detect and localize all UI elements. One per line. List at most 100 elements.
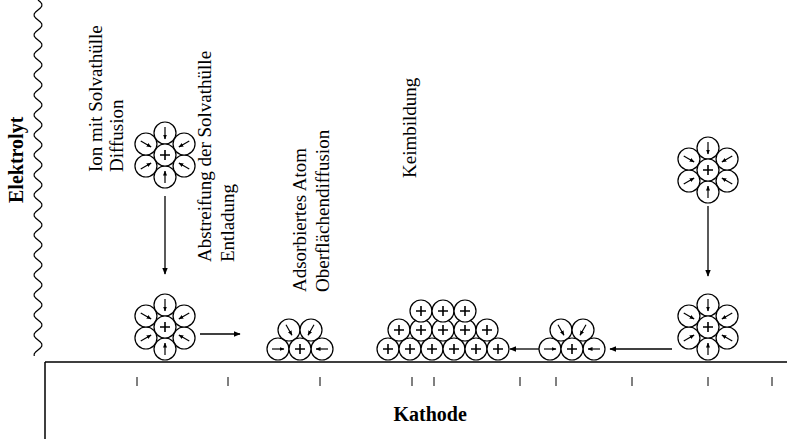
dipole-arrow <box>722 156 732 162</box>
solvated-ion <box>678 137 738 203</box>
dipole-arrow <box>684 313 694 319</box>
solvent-molecule <box>697 338 719 360</box>
tick-mark <box>772 377 773 386</box>
solvent-circle <box>716 170 738 192</box>
solvent-circle <box>173 133 195 155</box>
solvent-circle <box>154 166 176 188</box>
step-label: Oberflächendiffusion <box>312 130 334 292</box>
cation-circle <box>697 159 719 181</box>
solvent-molecule <box>697 181 719 203</box>
dipole-arrow <box>179 335 189 341</box>
adsorbed-atom <box>267 319 333 360</box>
solvent-circle <box>697 294 719 316</box>
solvent-circle <box>135 327 157 349</box>
cation <box>432 300 454 322</box>
dipole-arrow <box>286 325 292 335</box>
solvent-circle <box>697 338 719 360</box>
solvent-molecule <box>716 327 738 349</box>
dipole-arrow <box>544 348 556 349</box>
solvent-circle <box>135 133 157 155</box>
solvent-molecule <box>278 319 300 341</box>
solvent-molecule <box>678 170 700 192</box>
plus-sign <box>394 325 404 335</box>
dipole-arrow <box>558 325 564 335</box>
solvent-molecule <box>697 137 719 159</box>
electrolyte-label: Elektrolyt <box>5 117 27 203</box>
plus-sign <box>383 344 393 354</box>
plus-sign <box>160 322 170 332</box>
cation <box>421 338 443 360</box>
cation-circle <box>465 338 487 360</box>
plus-sign <box>405 344 415 354</box>
solvent-circle <box>583 338 605 360</box>
plus-sign <box>703 322 713 332</box>
solvent-molecule <box>173 155 195 177</box>
plus-sign <box>160 150 170 160</box>
dipole-arrow <box>141 313 151 319</box>
solvent-molecule <box>678 305 700 327</box>
solvent-molecule <box>550 319 572 341</box>
dipole-arrow <box>684 156 694 162</box>
cation-circle <box>388 319 410 341</box>
solvent-molecule <box>173 327 195 349</box>
dipole-arrow <box>707 299 708 311</box>
solvent-molecule <box>678 148 700 170</box>
cation-circle <box>154 316 176 338</box>
solvent-circle <box>267 338 289 360</box>
step-label: Adsorbiertes Atom <box>289 148 311 292</box>
dipole-arrow <box>272 348 284 349</box>
dipole-arrow <box>684 178 694 184</box>
solvent-circle <box>550 319 572 341</box>
solvent-molecule <box>135 305 157 327</box>
plus-sign <box>567 344 577 354</box>
cation-circle <box>561 338 583 360</box>
dipole-arrow <box>722 313 732 319</box>
solvent-circle <box>678 305 700 327</box>
solvated-ion <box>135 294 195 360</box>
solvent-circle <box>300 319 322 341</box>
solvent-circle <box>716 327 738 349</box>
plus-sign <box>438 306 448 316</box>
solvent-circle <box>135 155 157 177</box>
cation-circle <box>399 338 421 360</box>
solvent-circle <box>135 305 157 327</box>
plus-sign <box>703 165 713 175</box>
cation <box>697 159 719 181</box>
surface-diffusion-arrow <box>510 348 540 349</box>
dipole-arrow <box>141 335 151 341</box>
plus-sign <box>438 325 448 335</box>
cation <box>465 338 487 360</box>
cation-circle <box>476 319 498 341</box>
cation <box>487 338 509 360</box>
solvent-molecule <box>572 319 594 341</box>
solvent-molecule <box>135 327 157 349</box>
step-label: Ion mit Solvathülle <box>85 25 107 172</box>
discharge-arrow <box>610 348 672 349</box>
dipole-arrow <box>707 142 708 154</box>
cation <box>154 144 176 166</box>
cathode-label: Kathode <box>394 403 467 425</box>
dipole-arrow <box>722 335 732 341</box>
tick-mark <box>708 377 709 386</box>
solvent-circle <box>716 148 738 170</box>
solvent-molecule <box>678 327 700 349</box>
dipole-arrow <box>164 127 165 139</box>
plus-sign <box>460 306 470 316</box>
solvent-molecule <box>716 305 738 327</box>
solvent-molecule <box>154 338 176 360</box>
solvent-molecule <box>583 338 605 360</box>
cation <box>410 300 432 322</box>
solvent-circle <box>697 137 719 159</box>
cation <box>697 316 719 338</box>
tick-mark <box>520 377 521 386</box>
dipole-arrow <box>580 325 586 335</box>
solvent-molecule <box>716 170 738 192</box>
tick-mark <box>137 377 138 386</box>
plus-sign <box>416 306 426 316</box>
tick-mark <box>320 377 321 386</box>
solvent-circle <box>311 338 333 360</box>
dipole-arrow <box>684 335 694 341</box>
cation <box>443 338 465 360</box>
solvent-circle <box>154 338 176 360</box>
